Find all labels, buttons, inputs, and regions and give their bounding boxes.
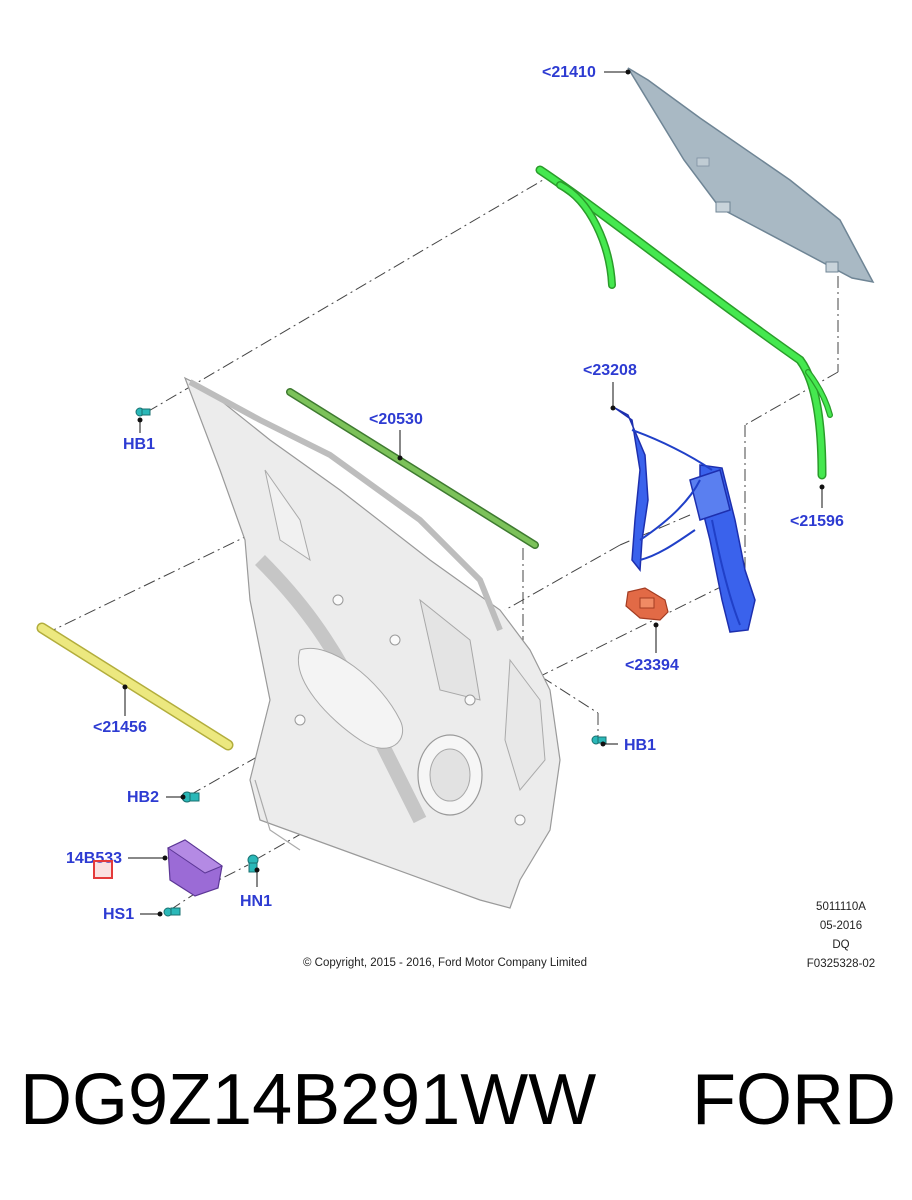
callout-21410: <21410 bbox=[542, 64, 596, 81]
callout-20530: <20530 bbox=[369, 411, 423, 428]
callout-hn1: HN1 bbox=[240, 893, 273, 910]
callout-14b533: 14B533 bbox=[66, 850, 123, 867]
door-glass bbox=[627, 67, 875, 284]
belt-weatherstrip bbox=[286, 388, 539, 549]
callout-hb1-right: HB1 bbox=[624, 737, 657, 754]
door-parts-diagram bbox=[36, 67, 875, 917]
callout-21456: <21456 bbox=[93, 719, 147, 736]
callout-21596: <21596 bbox=[790, 513, 844, 530]
lower-weatherstrip bbox=[36, 622, 234, 751]
part-number: DG9Z14B291WW bbox=[20, 1060, 597, 1140]
bolt-icon bbox=[135, 407, 151, 417]
meta-figure: F0325328-02 bbox=[806, 958, 876, 970]
highlight-box bbox=[93, 860, 113, 879]
glass-run-channel bbox=[535, 165, 833, 480]
callout-23394: <23394 bbox=[625, 657, 679, 674]
regulator-motor bbox=[625, 587, 669, 621]
leader-dots bbox=[122, 69, 825, 917]
bolt-icon bbox=[247, 854, 259, 873]
meta-model: DQ bbox=[832, 939, 850, 951]
copyright-notice: © Copyright, 2015 - 2016, Ford Motor Com… bbox=[303, 957, 587, 969]
meta-date: 05-2016 bbox=[819, 920, 863, 932]
window-regulator bbox=[614, 407, 756, 633]
callout-hb1-left: HB1 bbox=[123, 436, 156, 453]
leader-lines bbox=[124, 71, 823, 915]
callout-hs1: HS1 bbox=[103, 906, 135, 923]
callout-hb2: HB2 bbox=[127, 789, 160, 806]
fasteners bbox=[135, 407, 607, 917]
bolt-icon bbox=[163, 907, 181, 917]
brand-name: FORD bbox=[692, 1060, 896, 1140]
door-panel bbox=[183, 376, 561, 909]
callout-23208: <23208 bbox=[583, 362, 637, 379]
module-14b533 bbox=[166, 839, 224, 897]
meta-code: 5011110A bbox=[816, 901, 866, 913]
